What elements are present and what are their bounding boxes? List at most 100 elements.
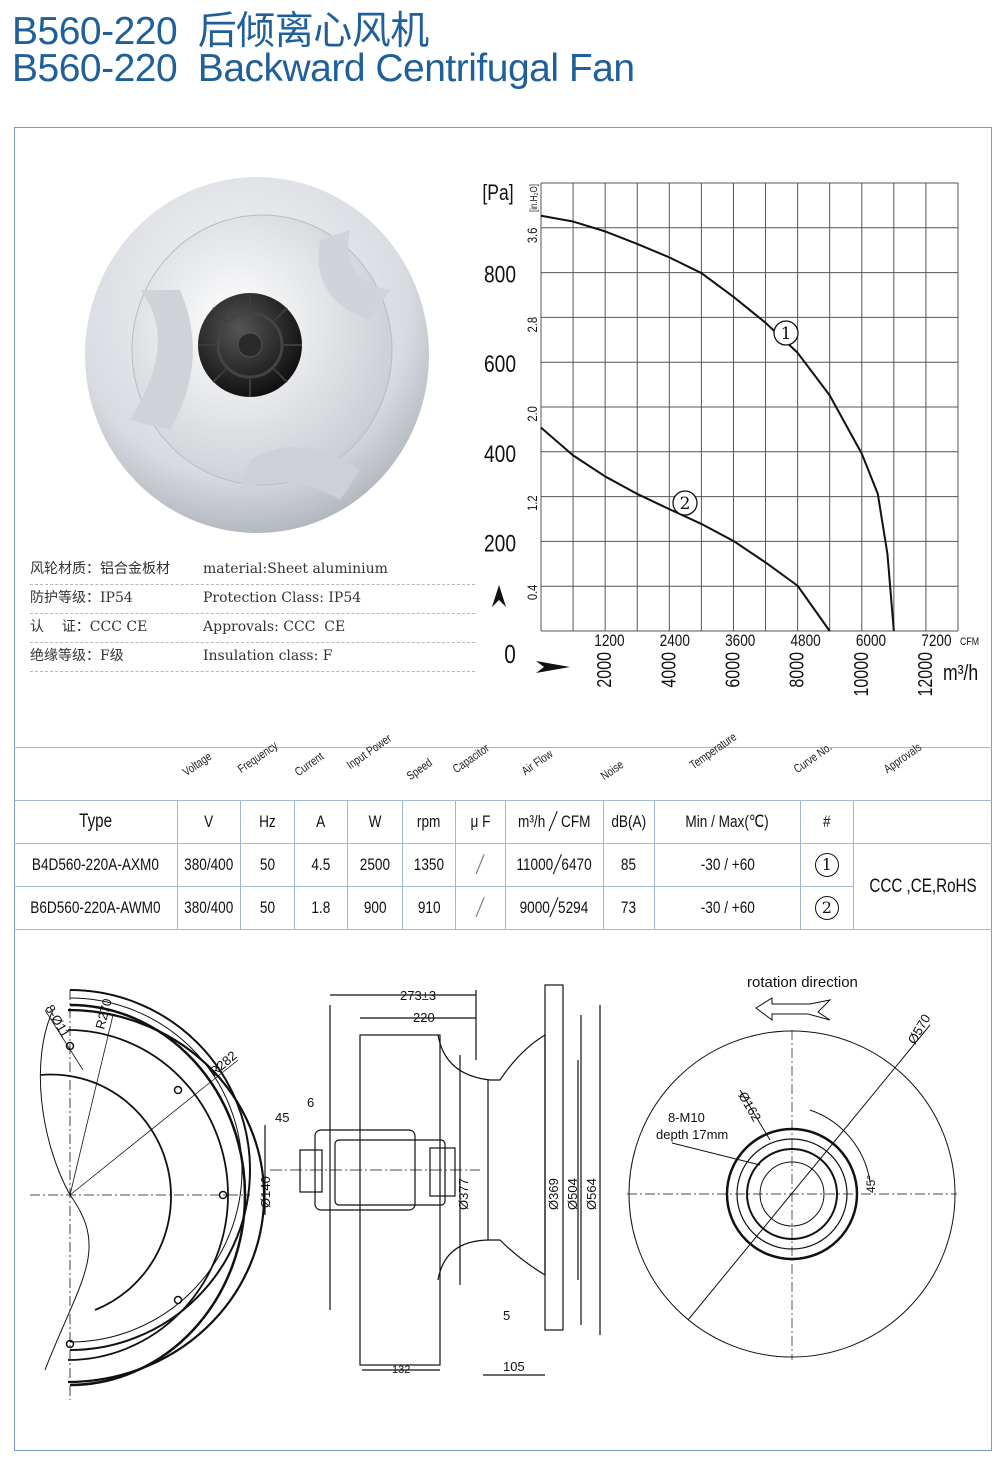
dim-5: 5 bbox=[503, 1308, 510, 1323]
cell-airflow: 11000╱6470 bbox=[504, 843, 604, 887]
cell-current: 1.8 bbox=[293, 886, 348, 930]
chart-grid bbox=[540, 182, 959, 632]
table-row: B4D560-220A-AXM0 380/400 50 4.5 2500 135… bbox=[14, 843, 992, 930]
units-noise: dB(A) bbox=[602, 800, 655, 844]
dim-45: 45 bbox=[275, 1110, 289, 1125]
y-tick-inh2o: 3.6 bbox=[525, 228, 540, 244]
units-speed: rpm bbox=[401, 800, 456, 844]
cell-curve: 1 bbox=[799, 843, 854, 887]
spec-approvals-cn: 认 证：CCC CE bbox=[30, 619, 148, 635]
cell-frequency: 50 bbox=[239, 886, 295, 930]
flange-view bbox=[30, 989, 266, 1400]
cell-curve: 2 bbox=[799, 886, 854, 930]
units-frequency: Hz bbox=[239, 800, 295, 844]
units-type: Type bbox=[14, 800, 178, 844]
dim-377: Ø377 bbox=[456, 1178, 471, 1210]
x-tick-cfm: 2400 bbox=[660, 632, 690, 651]
dim-132: 132 bbox=[392, 1364, 410, 1376]
cell-voltage: 380/400 bbox=[176, 843, 241, 887]
spec-material-cn: 风轮材质：铝合金板材 bbox=[30, 561, 170, 577]
dim-504: Ø504 bbox=[565, 1178, 580, 1210]
label-8-m10: 8-M10 bbox=[668, 1110, 705, 1125]
spec-material: 风轮材质：铝合金板材 material:Sheet aluminium bbox=[30, 555, 475, 585]
y-tick-pa: 200 bbox=[484, 529, 516, 557]
curve-badge: 1 bbox=[814, 853, 839, 877]
cell-noise: 73 bbox=[602, 886, 655, 930]
cell-frequency: 50 bbox=[239, 843, 295, 887]
curve-marker-2 bbox=[672, 490, 698, 516]
x-axis-label-m3h: m³/h bbox=[943, 661, 978, 685]
side-view-dimensions: 273±3 220 6 45 Ø140 Ø377 Ø369 Ø504 Ø564 … bbox=[258, 988, 599, 1376]
label-depth: depth 17mm bbox=[656, 1127, 728, 1142]
cell-speed: 1350 bbox=[401, 843, 456, 887]
y-tick-inh2o: 1.2 bbox=[525, 495, 540, 511]
cell-type: B4D560-220A-AXM0 bbox=[14, 843, 178, 887]
performance-chart: 12 [Pa][in.H₂O]02004006008000.41.22.02.8… bbox=[482, 181, 979, 696]
spec-approvals-en: Approvals: CCC CE bbox=[203, 619, 346, 635]
y-tick-pa: 400 bbox=[484, 440, 516, 468]
chart-curves: 12 bbox=[540, 214, 895, 632]
spec-protection-en: Protection Class: IP54 bbox=[203, 590, 362, 606]
y-tick-pa: 0 bbox=[504, 640, 516, 669]
cell-power: 2500 bbox=[346, 843, 403, 887]
y-tick-inh2o: 2.0 bbox=[525, 406, 540, 422]
x-tick-m3h: 6000 bbox=[722, 652, 744, 688]
title-english: B560-220 Backward Centrifugal Fan bbox=[12, 47, 635, 90]
y-axis-arrow-icon bbox=[492, 585, 506, 607]
x-tick-m3h: 10000 bbox=[850, 652, 872, 696]
dim-140: Ø140 bbox=[258, 1176, 273, 1208]
cell-temperature: -30 / +60 bbox=[653, 843, 801, 887]
dim-564: Ø564 bbox=[584, 1178, 599, 1210]
x-tick-m3h: 8000 bbox=[786, 652, 808, 688]
dim-369: Ø369 bbox=[546, 1178, 561, 1210]
x-tick-cfm: 4800 bbox=[790, 632, 820, 651]
cell-current: 4.5 bbox=[293, 843, 348, 887]
cell-type: B6D560-220A-AWM0 bbox=[14, 886, 178, 930]
front-view-labels: rotation direction Ø570 Ø162 8-M10 depth… bbox=[656, 974, 934, 1193]
x-tick-cfm: 6000 bbox=[856, 632, 886, 651]
spec-approvals: 认 证：CCC CE Approvals: CCC CE bbox=[30, 613, 475, 643]
cell-capacitor: ╱ bbox=[454, 843, 506, 887]
units-temperature: Min / Max(℃) bbox=[653, 800, 801, 844]
rotation-arrow-icon bbox=[755, 997, 832, 1021]
units-power: W bbox=[346, 800, 403, 844]
table-units-row: Type V Hz A W rpm μ F m³/h ╱ CFM dB(A) M… bbox=[14, 800, 992, 844]
dim-570: Ø570 bbox=[905, 1011, 934, 1046]
cell-noise: 85 bbox=[602, 843, 655, 887]
rotation-direction-label: rotation direction bbox=[747, 974, 858, 991]
dim-105: 105 bbox=[503, 1359, 525, 1374]
units-current: A bbox=[293, 800, 348, 844]
cell-voltage: 380/400 bbox=[176, 886, 241, 930]
section-divider bbox=[14, 747, 992, 748]
x-tick-m3h: 2000 bbox=[593, 652, 615, 688]
spec-material-en: material:Sheet aluminium bbox=[203, 561, 388, 577]
cell-speed: 910 bbox=[401, 886, 456, 930]
y-tick-pa: 800 bbox=[484, 261, 516, 289]
dim-162: Ø162 bbox=[735, 1089, 764, 1124]
label-holes: 8-Ø11 bbox=[42, 1002, 73, 1040]
table-row: B6D560-220A-AWM0 380/400 50 1.8 900 910 … bbox=[14, 886, 992, 930]
label-45deg: 45° bbox=[864, 1175, 878, 1193]
technical-drawings: 273±3 220 6 45 Ø140 Ø377 Ø369 Ø504 Ø564 … bbox=[30, 974, 957, 1400]
chart-labels: [Pa][in.H₂O]02004006008000.41.22.02.83.6… bbox=[482, 181, 979, 696]
units-airflow: m³/h ╱ CFM bbox=[504, 800, 604, 844]
x-tick-cfm: 7200 bbox=[921, 632, 951, 651]
cell-capacitor: ╱ bbox=[454, 886, 506, 930]
y-axis-label-inh2o: [in.H₂O] bbox=[528, 184, 539, 212]
units-curve: # bbox=[799, 800, 854, 844]
fan-photo bbox=[85, 177, 429, 533]
dim-220: 220 bbox=[413, 1010, 435, 1025]
cell-airflow: 9000╱5294 bbox=[504, 886, 604, 930]
x-tick-cfm: 1200 bbox=[594, 632, 624, 651]
spec-insulation-cn: 绝缘等级：F级 bbox=[30, 648, 124, 664]
curve-marker-1 bbox=[773, 320, 799, 346]
curve-label-2: 2 bbox=[680, 494, 691, 514]
units-approvals bbox=[852, 800, 992, 844]
y-tick-pa: 600 bbox=[484, 350, 516, 378]
units-capacitor: μ F bbox=[454, 800, 506, 844]
y-tick-inh2o: 2.8 bbox=[525, 317, 540, 333]
x-axis-arrow-icon bbox=[536, 661, 570, 673]
front-view bbox=[627, 1024, 957, 1360]
spec-table: Type V Hz A W rpm μ F m³/h ╱ CFM dB(A) M… bbox=[14, 800, 992, 930]
